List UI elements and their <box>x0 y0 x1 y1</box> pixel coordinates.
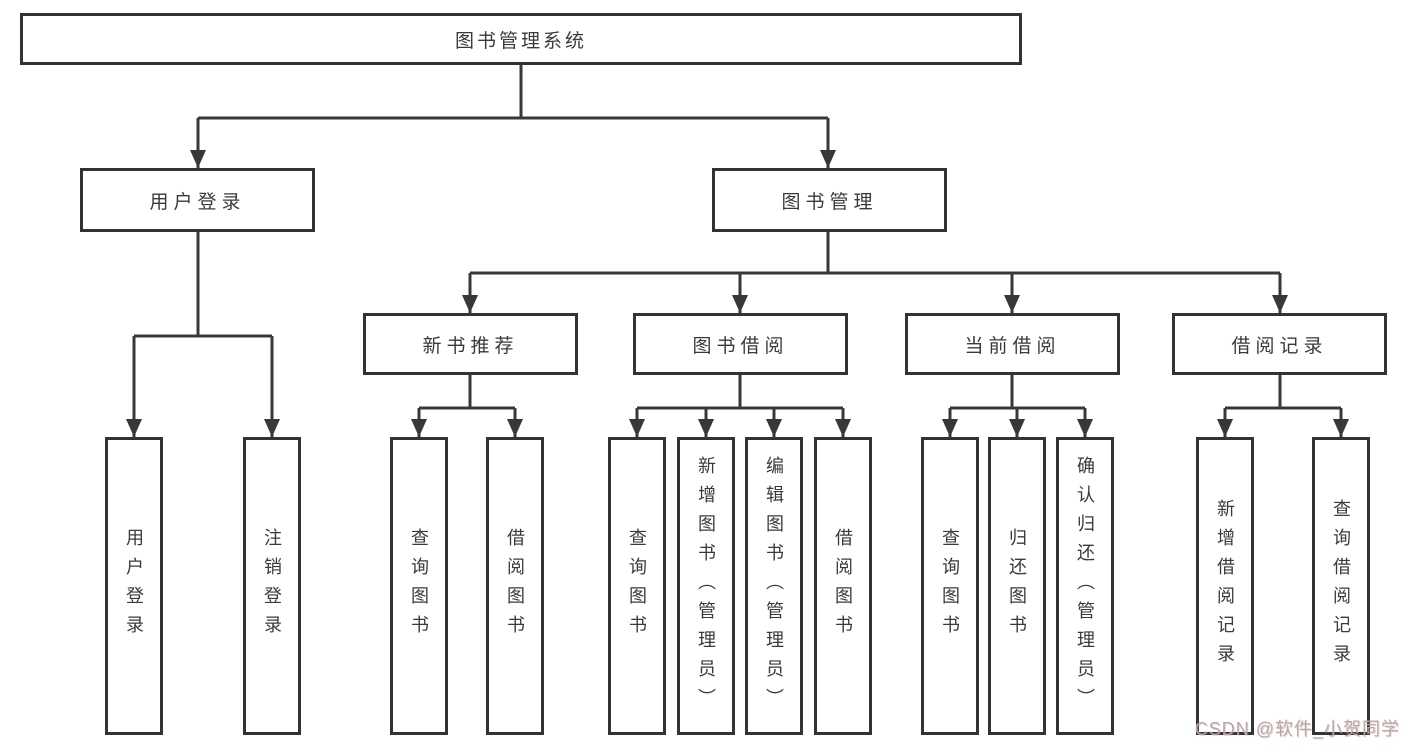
csdn-watermark: CSDN @软件_小贺同学 <box>1194 719 1400 739</box>
leaf-confirm-return-admin: 确认归还（管理员） <box>1056 437 1114 735</box>
connector-line <box>1225 375 1341 410</box>
node-book-borrow: 图书借阅 <box>633 313 848 375</box>
node-label: 用户登录 <box>149 191 246 213</box>
connector-line <box>134 232 272 338</box>
node-label: 查询图书 <box>409 528 429 644</box>
node-label: 编辑图书（管理员） <box>764 455 784 717</box>
leaf-return-book: 归还图书 <box>988 437 1046 735</box>
node-label: 借阅记录 <box>1231 335 1328 357</box>
node-label: 注销登录 <box>262 528 282 644</box>
leaf-query-book-current: 查询图书 <box>921 437 979 735</box>
leaf-edit-book-admin: 编辑图书（管理员） <box>745 437 803 735</box>
leaf-user-login: 用户登录 <box>105 437 163 735</box>
node-book-management: 图书管理 <box>712 168 947 232</box>
connector-line <box>419 375 515 410</box>
node-label: 图书管理 <box>781 191 878 213</box>
leaf-query-borrow-record: 查询借阅记录 <box>1312 437 1370 735</box>
leaf-borrow-book: 借阅图书 <box>814 437 872 735</box>
node-borrow-records: 借阅记录 <box>1172 313 1387 375</box>
node-label: 图书借阅 <box>692 335 789 357</box>
node-current-borrow: 当前借阅 <box>905 313 1120 375</box>
leaf-add-book-admin: 新增图书（管理员） <box>677 437 735 735</box>
node-label: 当前借阅 <box>964 335 1061 357</box>
node-label: 借阅图书 <box>505 528 525 644</box>
node-root: 图书管理系统 <box>20 13 1022 65</box>
connector-line <box>637 375 843 410</box>
connector-line <box>950 375 1085 410</box>
node-label: 查询图书 <box>940 528 960 644</box>
leaf-logout: 注销登录 <box>243 437 301 735</box>
node-label: 新增图书（管理员） <box>696 455 716 717</box>
node-label: 归还图书 <box>1007 528 1027 644</box>
node-label: 确认归还（管理员） <box>1075 455 1095 717</box>
node-new-book-recommend: 新书推荐 <box>363 313 578 375</box>
leaf-add-borrow-record: 新增借阅记录 <box>1196 437 1254 735</box>
node-label: 新书推荐 <box>422 335 519 357</box>
node-label: 图书管理系统 <box>454 30 587 52</box>
node-user-login: 用户登录 <box>80 168 315 232</box>
leaf-query-book-recommend: 查询图书 <box>390 437 448 735</box>
node-label: 新增借阅记录 <box>1215 499 1235 673</box>
connector-line <box>470 232 1280 275</box>
leaf-query-book-borrow: 查询图书 <box>608 437 666 735</box>
node-label: 借阅图书 <box>833 528 853 644</box>
connector-line <box>198 65 828 120</box>
node-label: 查询借阅记录 <box>1331 499 1351 673</box>
node-label: 用户登录 <box>124 528 144 644</box>
leaf-borrow-book-recommend: 借阅图书 <box>486 437 544 735</box>
node-label: 查询图书 <box>627 528 647 644</box>
